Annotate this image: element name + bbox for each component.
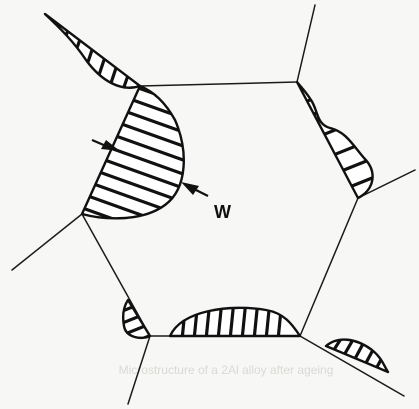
top-left-precipitate-free-zone (45, 0, 146, 114)
zone-width-label: W (214, 202, 231, 222)
grain-boundary-top-right-spur (297, 5, 315, 82)
bottom-center-precipitate-free-zone (170, 300, 300, 340)
grain-boundary-right-lower (300, 198, 358, 336)
bleed-through-caption: Microstructure of a 2Al alloy after agei… (119, 363, 334, 377)
outer-width-arrow (181, 182, 208, 196)
grain-boundary-left-spur (12, 214, 82, 270)
grain-boundary-top (140, 82, 297, 86)
right-precipitate-free-zone (280, 82, 400, 208)
